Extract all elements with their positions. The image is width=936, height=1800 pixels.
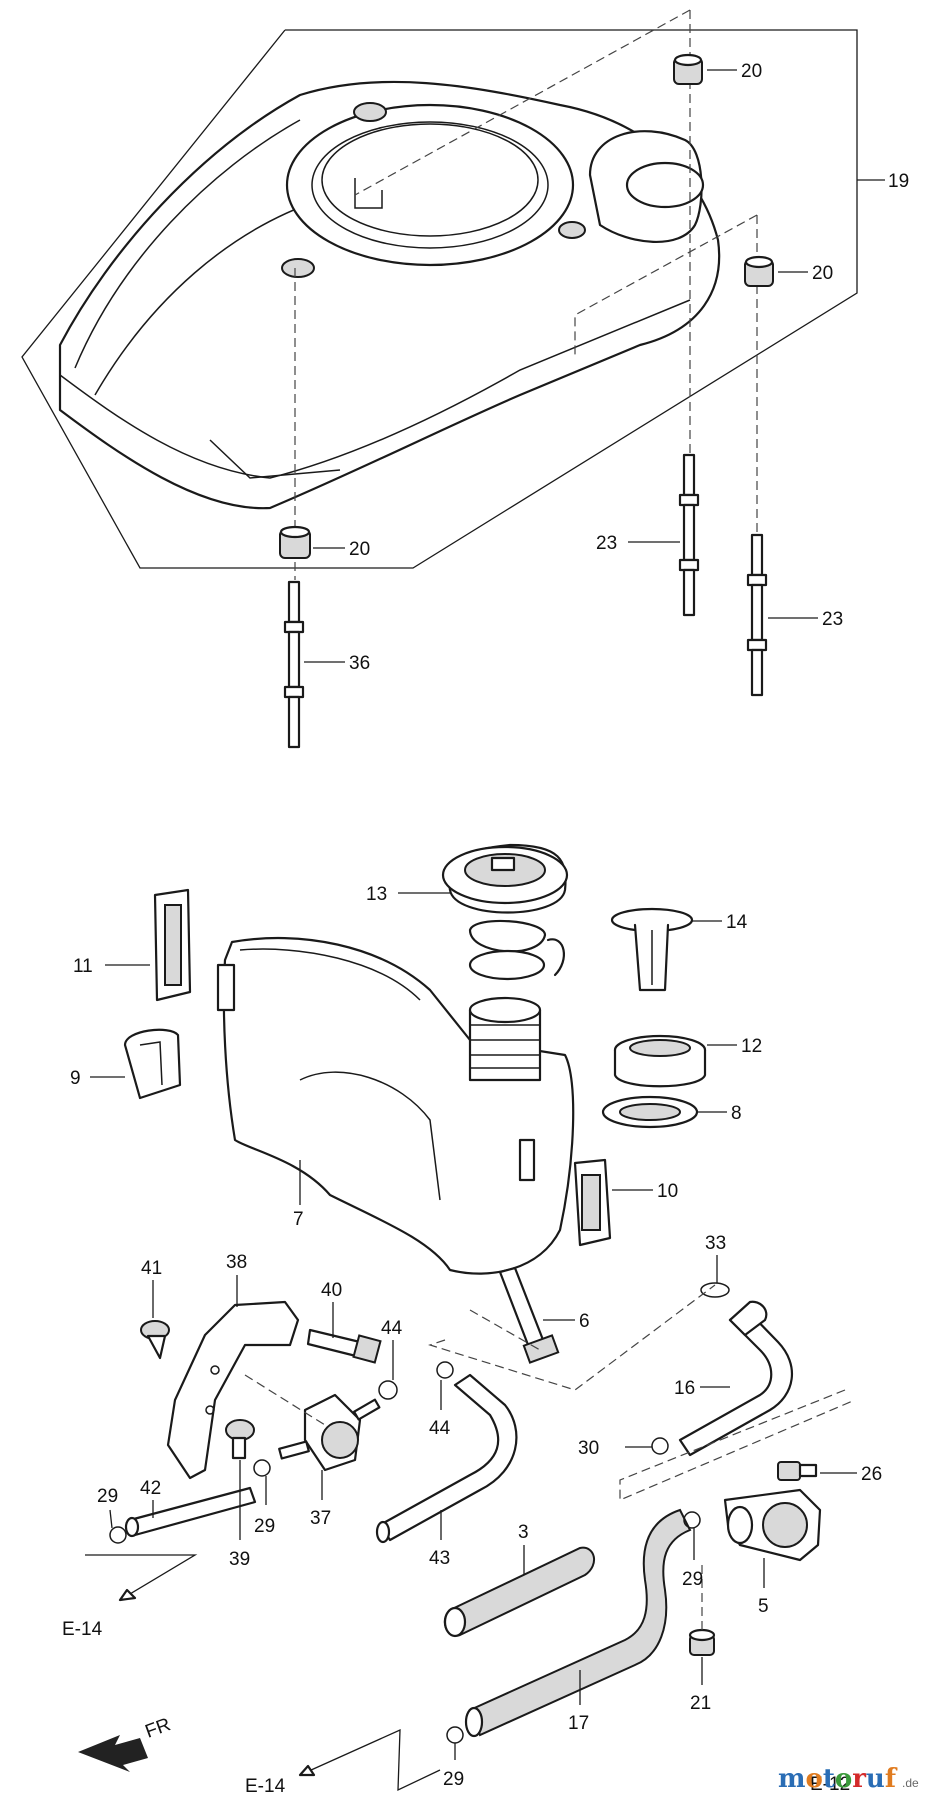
fuel-cap-13	[441, 843, 569, 981]
callout-40: 40	[321, 1280, 342, 1301]
bolt-26	[777, 1461, 818, 1481]
callout-17: 17	[568, 1713, 589, 1734]
callout-43: 43	[429, 1548, 450, 1569]
ref-line-e14-left	[85, 1554, 198, 1601]
fuel-cock-37	[278, 1393, 381, 1472]
brand-letter: u	[866, 1764, 885, 1794]
fan-cover-19	[58, 80, 721, 510]
brand-letter: o	[806, 1764, 823, 1794]
callout-21: 21	[690, 1693, 711, 1714]
callout-37: 37	[310, 1508, 331, 1529]
fuel-tube-17	[464, 1508, 692, 1738]
clip-29-c	[683, 1511, 701, 1529]
plug-21	[688, 1628, 716, 1656]
callout-7: 7	[293, 1209, 304, 1230]
callout-6: 6	[579, 1311, 590, 1332]
front-direction-arrow	[78, 1735, 148, 1772]
cushion-11	[153, 888, 192, 1002]
callout-33: 33	[705, 1233, 726, 1254]
grommet-20-bottom	[279, 525, 311, 559]
callout-30: 30	[578, 1438, 599, 1459]
stud-bolt-36	[283, 580, 305, 749]
callout-29-b: 29	[254, 1516, 275, 1537]
clip-29-d	[446, 1726, 464, 1744]
callout-16: 16	[674, 1378, 695, 1399]
callout-20-right: 20	[812, 263, 833, 284]
brand-letter: t	[823, 1764, 835, 1794]
callout-20-bottom: 20	[349, 539, 370, 560]
stud-bolt-23-left	[678, 453, 700, 617]
fuel-tank-7	[216, 936, 575, 1275]
bracket-38	[166, 1300, 300, 1480]
brand-letter: m	[778, 1764, 806, 1794]
brand-letter: r	[852, 1764, 866, 1794]
pipe-42	[124, 1486, 257, 1538]
clip-44-left	[436, 1361, 454, 1379]
callout-14: 14	[726, 912, 748, 933]
clip-29-a	[109, 1526, 127, 1544]
fuel-tube-3	[443, 1546, 595, 1638]
brand-letter: o	[835, 1764, 852, 1794]
callout-29-c: 29	[682, 1569, 703, 1590]
callout-26: 26	[861, 1464, 882, 1485]
screw-41	[140, 1320, 170, 1360]
callout-13: 13	[366, 884, 387, 905]
callout-41: 41	[141, 1258, 162, 1279]
callout-5: 5	[758, 1596, 769, 1617]
seal-ring-8	[601, 1095, 699, 1129]
callout-3: 3	[518, 1522, 529, 1543]
stud-bolt-23-right	[746, 533, 768, 697]
callout-9: 9	[70, 1068, 81, 1089]
brand-suffix: .de	[902, 1776, 919, 1790]
fuel-tube-16	[678, 1300, 793, 1457]
fuel-tube-43	[375, 1373, 518, 1544]
assembly-frame-19	[21, 29, 858, 569]
callout-29-d: 29	[443, 1769, 464, 1790]
screw-40	[306, 1328, 382, 1364]
front-direction-label: FR	[143, 1714, 174, 1742]
strainer-cup-5	[723, 1488, 822, 1562]
brand-letter: f	[885, 1764, 898, 1794]
tank-nut-12	[613, 1034, 707, 1088]
callout-19: 19	[888, 171, 909, 192]
bolt-6	[498, 1266, 560, 1364]
watermark-logo: motoruf .de	[778, 1764, 919, 1794]
callout-38: 38	[226, 1252, 247, 1273]
screw-39	[225, 1419, 255, 1460]
clip-30	[651, 1437, 669, 1455]
clip-29-b	[253, 1459, 271, 1477]
svg-text:motoruf: motoruf	[778, 1764, 898, 1794]
cushion-10	[573, 1158, 612, 1247]
callout-44-left: 44	[429, 1418, 451, 1439]
callout-10: 10	[657, 1181, 678, 1202]
page-reference: E-12	[810, 1774, 850, 1795]
ref-e14-bottom: E-14	[245, 1776, 286, 1797]
tank-filler-neck	[468, 996, 542, 1082]
callout-29-a: 29	[97, 1486, 118, 1507]
callout-23-right: 23	[822, 609, 843, 630]
callout-36: 36	[349, 653, 370, 674]
callout-12: 12	[741, 1036, 762, 1057]
clip-33	[700, 1282, 730, 1298]
callout-20-top: 20	[741, 61, 762, 82]
callout-42: 42	[140, 1478, 161, 1499]
callout-44-right: 44	[381, 1318, 403, 1339]
grommet-20-top	[673, 53, 703, 85]
callout-11: 11	[73, 956, 93, 977]
callout-8: 8	[731, 1103, 742, 1124]
ref-line-e14-bottom	[299, 1728, 441, 1792]
clip-44-right	[378, 1380, 398, 1400]
callout-23-left: 23	[596, 533, 617, 554]
callout-39: 39	[229, 1549, 250, 1570]
fuel-strainer-14	[610, 907, 694, 992]
cushion-9	[123, 1028, 182, 1100]
grommet-20-right	[744, 255, 774, 287]
ref-e14-left: E-14	[62, 1619, 103, 1640]
